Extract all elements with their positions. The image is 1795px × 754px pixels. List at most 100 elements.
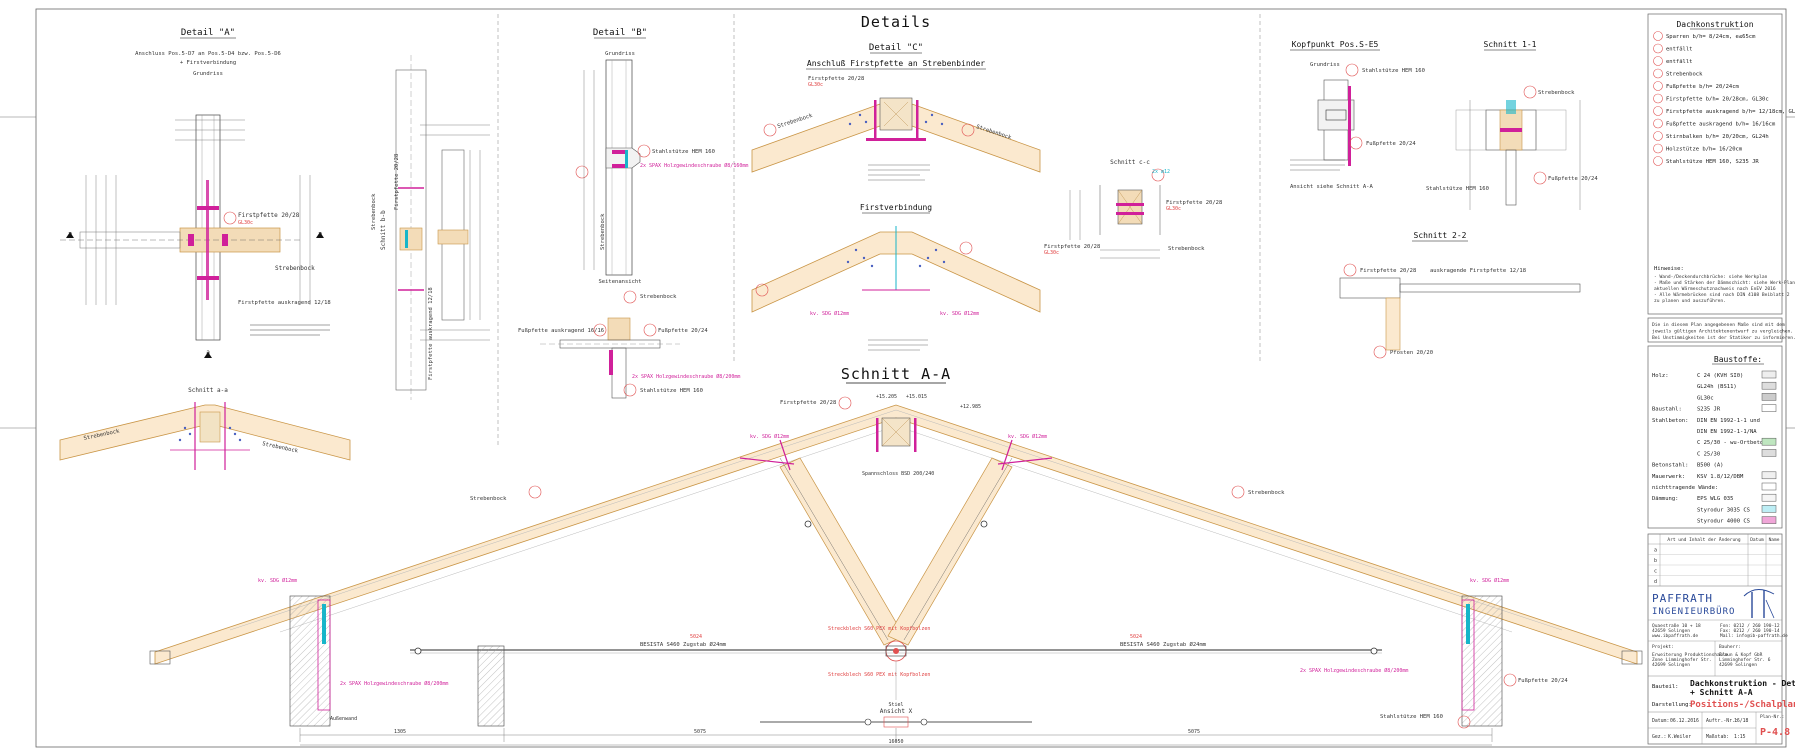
detail-c-title: Detail "C" [869,43,923,53]
legend-item: Firstpfette b/h= 20/28cm, GL30c [1666,97,1769,103]
svg-text:2x ø12: 2x ø12 [1152,169,1170,175]
svg-text:Fußpfette 20/24: Fußpfette 20/24 [658,328,708,334]
note-line: jeweils gültigen Architektenentwurf zu v… [1652,329,1793,335]
svg-text:Firstpfette auskragend 12/18: Firstpfette auskragend 12/18 [238,300,331,306]
baustoff-key: Stahlbeton: [1652,418,1688,424]
svg-text:Strebenbock: Strebenbock [275,265,315,272]
svg-text:+15.205: +15.205 [876,394,897,400]
baustoff-value: EPS WLG 035 [1697,496,1733,502]
svg-text:Firstpfette 20/28: Firstpfette 20/28 [238,212,300,219]
svg-text:Name: Name [1769,537,1780,543]
detail-b-title: Detail "B" [593,28,647,38]
legend-item: Stirnbalken b/h= 20/20cm, GL24h [1666,134,1769,140]
baustoff-value: DIN EN 1992-1-1/NA [1697,429,1757,435]
hinweise-title: Hinweise: [1654,266,1684,272]
svg-text:kv. SDG Ø12mm: kv. SDG Ø12mm [1470,577,1509,584]
svg-text:Spannschloss BSD 200/240: Spannschloss BSD 200/240 [862,471,934,477]
svg-text:Datum:: Datum: [1652,718,1669,724]
hinweis-line: zu planen und auszuführen. [1654,298,1726,304]
firm-name: PAFFRATH [1652,592,1713,605]
svg-text:GL30c: GL30c [808,82,823,88]
svg-text:Strebenbock: Strebenbock [600,213,606,250]
note-lines: Die in diesem Plan angegebenen Maße sind… [1652,322,1795,341]
svg-text:Grundriss: Grundriss [605,51,635,57]
main-title: Details [861,13,931,31]
svg-text:kv. SDG Ø12mm: kv. SDG Ø12mm [1008,433,1047,440]
legend-item: Strebenbock [1666,72,1703,78]
svg-text:Schnitt 1-1: Schnitt 1-1 [1484,40,1537,49]
svg-text:GL30c: GL30c [1166,206,1181,212]
svg-text:Strebenbock: Strebenbock [371,193,377,230]
svg-text:K.Weiler: K.Weiler [1668,734,1691,740]
svg-text:5075: 5075 [1188,729,1200,735]
svg-text:Ansicht X: Ansicht X [880,708,913,715]
firstverbindung-title: Firstverbindung [860,203,932,212]
svg-text:Mail: info@ib-paffrath.de: Mail: info@ib-paffrath.de [1720,633,1788,639]
svg-text:Strebenbock: Strebenbock [777,113,814,130]
legend-dachkonstruktion: Dachkonstruktion Sparren b/h= 8/24cm, e≤… [1648,14,1795,314]
detail-c: Detail "C" Anschluß Firstpfette an Streb… [752,43,1222,350]
baustoff-value: Styrodur 3035 CS [1697,507,1750,513]
legend-title: Dachkonstruktion [1676,20,1753,29]
revision-index: c [1654,569,1657,575]
svg-text:42699 Solingen: 42699 Solingen [1719,662,1757,668]
svg-text:2x SPAX Holzgewindeschraube Ø8: 2x SPAX Holzgewindeschraube Ø8/200mm [340,680,448,687]
svg-text:Stahlstütze HEM 160: Stahlstütze HEM 160 [1380,714,1443,720]
detail-a-subtitle: Anschluss Pos.5-D7 an Pos.5-D4 bzw. Pos.… [135,51,281,57]
svg-text:5024: 5024 [1130,634,1142,640]
detail-a-subtitle-2: + Firstverbindung [180,60,236,66]
revision-index: d [1654,579,1657,585]
hinweis-line: aktuellen Wärmeschutznachweis nach EnEV … [1654,286,1776,292]
baustoff-swatch [1762,405,1776,412]
svg-text:Gez.:: Gez.: [1652,734,1666,740]
svg-text:Projekt:: Projekt: [1652,644,1674,650]
svg-text:1:15: 1:15 [1734,734,1746,740]
baustoff-swatch [1762,371,1776,378]
svg-text:+15.015: +15.015 [906,394,927,400]
legend-item: entfällt [1666,59,1693,65]
svg-text:Pfosten 20/20: Pfosten 20/20 [1390,350,1433,356]
svg-text:Datum: Datum [1750,537,1764,543]
detail-b: Detail "B" Grundriss Stahlstütze HEM 160… [518,28,748,398]
kopfpunkt-detail: Kopfpunkt Pos.S-E5 Grundriss Stahlstütze… [1290,40,1598,358]
baustoff-key: Holz: [1652,373,1669,379]
baustoff-swatch [1762,472,1776,479]
baustoffe-title: Baustoffe: [1714,355,1762,364]
svg-text:Strebenbock: Strebenbock [640,294,677,300]
svg-text:16050: 16050 [888,739,903,745]
svg-text:+12.985: +12.985 [960,404,981,410]
schnitt-bb: Schnitt b-b Strebenbock Firstpfette ausk… [371,55,490,400]
legend-item: Stahlstütze HEM 160, S235 JR [1666,159,1759,165]
baustoff-value: GL24h (BS11) [1697,384,1737,390]
svg-text:5075: 5075 [694,729,706,735]
svg-text:auskragende Firstpfette 12/18: auskragende Firstpfette 12/18 [1430,268,1526,274]
hinweis-line: - Maße und Stärken der Dämmschicht: sieh… [1654,280,1795,286]
baustoff-swatch [1762,517,1776,524]
baustoff-value: KSV 1.8/12/DBM [1697,474,1744,480]
svg-text:42699 Solingen: 42699 Solingen [1652,662,1690,668]
svg-text:GL30c: GL30c [238,220,253,226]
svg-text:Stahlstütze HEM 160: Stahlstütze HEM 160 [652,149,715,155]
schnitt-aa-title: Schnitt A-A [841,365,951,383]
svg-text:Firstpfette 20/28: Firstpfette 20/28 [1360,268,1416,274]
svg-text:06.12.2016: 06.12.2016 [1670,718,1699,724]
baustoff-key: Baustahl: [1652,407,1682,413]
svg-text:Fußpfette 20/24: Fußpfette 20/24 [1518,678,1568,684]
revision-index: a [1654,548,1657,554]
svg-text:Darstellung:: Darstellung: [1652,702,1692,708]
svg-text:Strebenbock: Strebenbock [1538,90,1575,96]
note-line: Bei Unstimmigkeiten ist der Statiker zu … [1652,335,1795,341]
hinweis-line: - Alle Wärmebrücken sind nach DIN 4108 B… [1654,292,1790,298]
baustoff-key: Dämmung: [1652,496,1679,502]
svg-text:Außenwand: Außenwand [330,716,357,722]
svg-text:Ansicht siehe Schnitt A-A: Ansicht siehe Schnitt A-A [1290,184,1373,190]
svg-text:Streckblech S60 PEX mit Kopfbo: Streckblech S60 PEX mit Kopfbolzen [828,626,930,632]
svg-text:Fußpfette 20/24: Fußpfette 20/24 [1548,176,1598,182]
schnitt-aa-label: Schnitt a-a [188,387,228,394]
svg-text:Art und Inhalt der Änderung: Art und Inhalt der Änderung [1667,536,1740,543]
baustoff-swatch [1762,449,1776,456]
detail-c-subtitle: Anschluß Firstpfette an Strebenbinder [807,59,985,68]
svg-text:Fußpfette 20/24: Fußpfette 20/24 [1366,141,1416,147]
detail-a-grundriss: Grundriss [193,71,223,77]
